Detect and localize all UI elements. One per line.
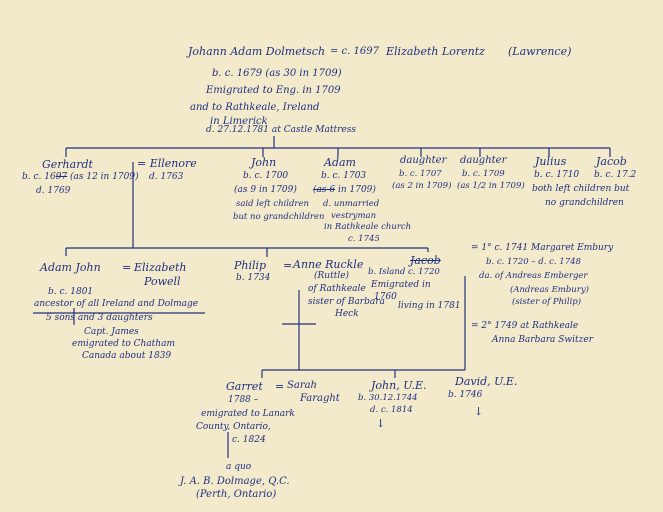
adam-note-4: c. 1745	[348, 234, 380, 244]
both-note-2: no grandchildren	[545, 198, 624, 208]
ruttle: (Ruttle)	[314, 271, 350, 281]
adam-john-name: Adam John	[40, 261, 101, 274]
marriage2-l2: Anna Barbara Switzer	[492, 335, 593, 345]
gerhardt-name: Gerhardt	[42, 158, 93, 171]
jacob-name: Jacob	[596, 155, 627, 168]
daughter1-born: b. c. 1707	[399, 169, 442, 179]
gerhardt-age: (as 12 in 1709)	[70, 172, 139, 182]
adam-john-children: 5 sons and 3 daughters	[46, 313, 153, 323]
root-line-3: and to Rathkeale, Ireland	[190, 102, 320, 113]
daughter2-born: b. c. 1709	[462, 169, 505, 179]
faraght-name: Faraght	[300, 393, 340, 404]
marriage1-l5: (sister of Philip)	[512, 297, 582, 307]
jacob2-l2: Emigrated in	[371, 280, 431, 290]
gerhardt-died: d. 1769	[36, 186, 71, 196]
both-note-1: both left children but	[532, 184, 630, 194]
john-ue-born: b. 30.12.1744	[358, 393, 418, 403]
daughter2-age: (as 1/2 in 1709)	[457, 181, 525, 191]
john-age: (as 9 in 1709)	[234, 185, 297, 195]
jacob2-name: Jacob	[410, 254, 441, 267]
philip-name: Philip	[234, 259, 267, 272]
julius-born: b. c. 1710	[534, 170, 580, 180]
garret-l2: County, Ontario,	[196, 422, 271, 432]
gerhardt-born: b. c. 1697	[22, 172, 68, 182]
john-born: b. c. 1700	[243, 171, 289, 181]
powell-name: Powell	[144, 275, 181, 288]
capt-james-2: emigrated to Chatham	[72, 339, 175, 349]
root-spouse-alt: (Lawrence)	[508, 45, 572, 58]
john-note-2: but no grandchildren	[233, 212, 325, 222]
a-quo: a quo	[226, 462, 252, 472]
daughter2-name: daughter	[460, 155, 507, 166]
root-marriage-date: = c. 1697	[330, 46, 379, 57]
heck: Heck	[335, 309, 359, 319]
john-name: John	[251, 156, 277, 169]
of-rathkeale: of Rathkeale	[308, 284, 366, 294]
sister-of-barbara: sister of Barbara	[308, 297, 385, 307]
jacob2-l3: 1760	[374, 292, 397, 302]
david-ue-arrow: ↓	[474, 405, 484, 418]
capt-james-3: Canada about 1839	[82, 351, 172, 361]
john-note-1: said left children	[236, 199, 309, 209]
marriage1-l4: (Andreas Embury)	[510, 285, 589, 295]
adam-note-2: vestryman	[331, 211, 377, 221]
root-line-4: in Limerick	[210, 116, 268, 127]
daughter1-age: (as 2 in 1709)	[392, 181, 452, 191]
root-line-1: b. c. 1679 (as 30 in 1709)	[212, 68, 342, 79]
root-line-5: d. 27.12.1781 at Castle Mattress	[206, 125, 356, 135]
adam-born: b. c. 1703	[321, 171, 367, 181]
john-ue-arrow: ↓	[376, 417, 386, 430]
jacob-born: b. c. 17.2	[594, 170, 637, 180]
adam-note-1: d. unmarried	[323, 199, 380, 209]
ellenore-died: d. 1763	[149, 172, 184, 182]
david-ue-born: b. 1746	[448, 390, 483, 400]
elizabeth-name: Elizabeth	[134, 261, 187, 274]
jab-dolmage: J. A. B. Dolmage, Q.C.	[180, 476, 290, 487]
marriage1-l1: = 1° c. 1741 Margaret Embury	[471, 243, 614, 253]
marriage2-l1: = 2° 1749 at Rathkeale	[471, 321, 579, 331]
adam-age: (as 6 in 1709)	[313, 185, 376, 195]
john-ue-name: John, U.E.	[371, 379, 427, 392]
garret-name: Garret	[226, 380, 263, 393]
john-ue-died: d. c. 1814	[370, 405, 413, 415]
garret-born: 1788 –	[228, 395, 259, 405]
adam-john-born: b. c. 1801	[48, 287, 94, 297]
root-name: Johann Adam Dolmetsch	[188, 45, 326, 58]
marriage1-l3: da. of Andreas Emberger	[479, 271, 588, 281]
garret-eq: =	[275, 380, 285, 393]
jacob2-born: b. Island c. 1720	[368, 267, 440, 277]
philip-born: b. 1734	[236, 273, 271, 283]
garret-l1: emigrated to Lanark	[201, 409, 295, 419]
ellenore-name: = Ellenore	[137, 157, 197, 170]
root-line-2: Emigrated to Eng. in 1709	[206, 85, 341, 96]
garret-l3: c. 1824	[232, 435, 266, 445]
jacob2-l4: living in 1781	[398, 301, 461, 311]
adam-note-3: in Rathkeale church	[324, 222, 412, 232]
anne-ruckle: Anne Ruckle	[293, 258, 364, 271]
capt-james-1: Capt. James	[84, 327, 139, 337]
julius-name: Julius	[535, 155, 567, 168]
philip-eq: =	[283, 259, 293, 272]
adam-john-note: ancestor of all Ireland and Dolmage	[34, 299, 199, 309]
adam-name: Adam	[324, 156, 356, 169]
sarah-name: Sarah	[287, 380, 317, 391]
adam-john-eq: =	[122, 261, 132, 274]
root-spouse: Elizabeth Lorentz	[386, 45, 485, 58]
perth-ontario: (Perth, Ontario)	[196, 489, 277, 500]
david-ue-name: David, U.E.	[455, 375, 518, 388]
daughter1-name: daughter	[400, 155, 447, 166]
marriage1-l2: b. c. 1720 – d. c. 1748	[486, 257, 581, 267]
